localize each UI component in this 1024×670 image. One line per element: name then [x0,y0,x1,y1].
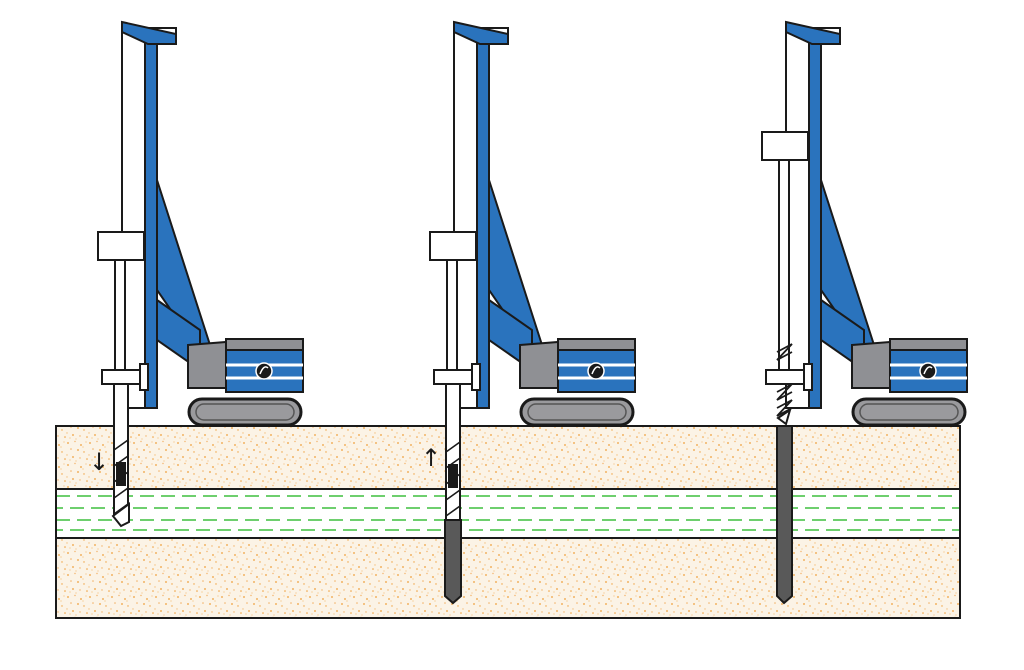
ground-profile [55,425,961,619]
rotary-head [761,131,809,161]
crawler-track-icon [851,397,967,427]
auger-plug [116,462,126,486]
cab-logo-swirl [591,366,601,375]
motion-arrow-down: ↓ [89,448,109,476]
drilling-rig-icon [97,20,304,409]
kelly-bar [114,259,126,371]
motion-arrow-up: ↑ [421,444,441,472]
mast-blue-column [808,39,822,409]
cab-logo [587,362,605,380]
crawler-track-icon [187,397,303,427]
auger-casing [445,383,461,521]
bottom-soil-layer [56,538,960,618]
kelly-bar [778,159,790,371]
cab-roof [225,338,304,351]
cab-roof [557,338,636,351]
auger-tip [111,502,130,528]
mast-blue-column [476,39,490,409]
guide-clamp-tab [803,363,813,391]
top-soil-layer [56,426,960,489]
concrete-pile [776,425,793,605]
stage-1-drilling: ↓ [89,20,304,528]
drilling-rig-icon [429,20,636,409]
ground-outline [55,425,961,619]
cab-logo-swirl [259,366,269,375]
auger-icon [111,383,130,528]
crawler-track-icon [519,397,635,427]
stage-2-concreting: ↑ [421,20,636,605]
pile-icon [444,519,462,605]
pile-icon [776,425,793,605]
engine-housing [851,340,891,389]
mast-head [121,20,177,45]
rotary-head [97,231,145,261]
auger-plug [448,464,458,488]
cab-logo [919,362,937,380]
mast-head [453,20,509,45]
auger-spiral [776,343,793,417]
auger-spiral-tip [776,407,792,426]
drilling-rig-icon [761,20,968,409]
cab-roof [889,338,968,351]
guide-clamp [765,369,809,385]
mast-blue-column [144,39,158,409]
concrete-pile [444,519,462,605]
rotary-head [429,231,477,261]
stage-3-completed [761,20,968,605]
kelly-bar [446,259,458,371]
engine-housing [519,340,559,389]
cab-logo [255,362,273,380]
cab-logo-swirl [923,366,933,375]
guide-clamp-tab [139,363,149,391]
mast-head [785,20,841,45]
engine-housing [187,340,227,389]
guide-clamp [101,369,145,385]
auger-icon [776,343,793,426]
guide-clamp-tab [471,363,481,391]
guide-clamp [433,369,477,385]
auger-icon [445,383,461,521]
